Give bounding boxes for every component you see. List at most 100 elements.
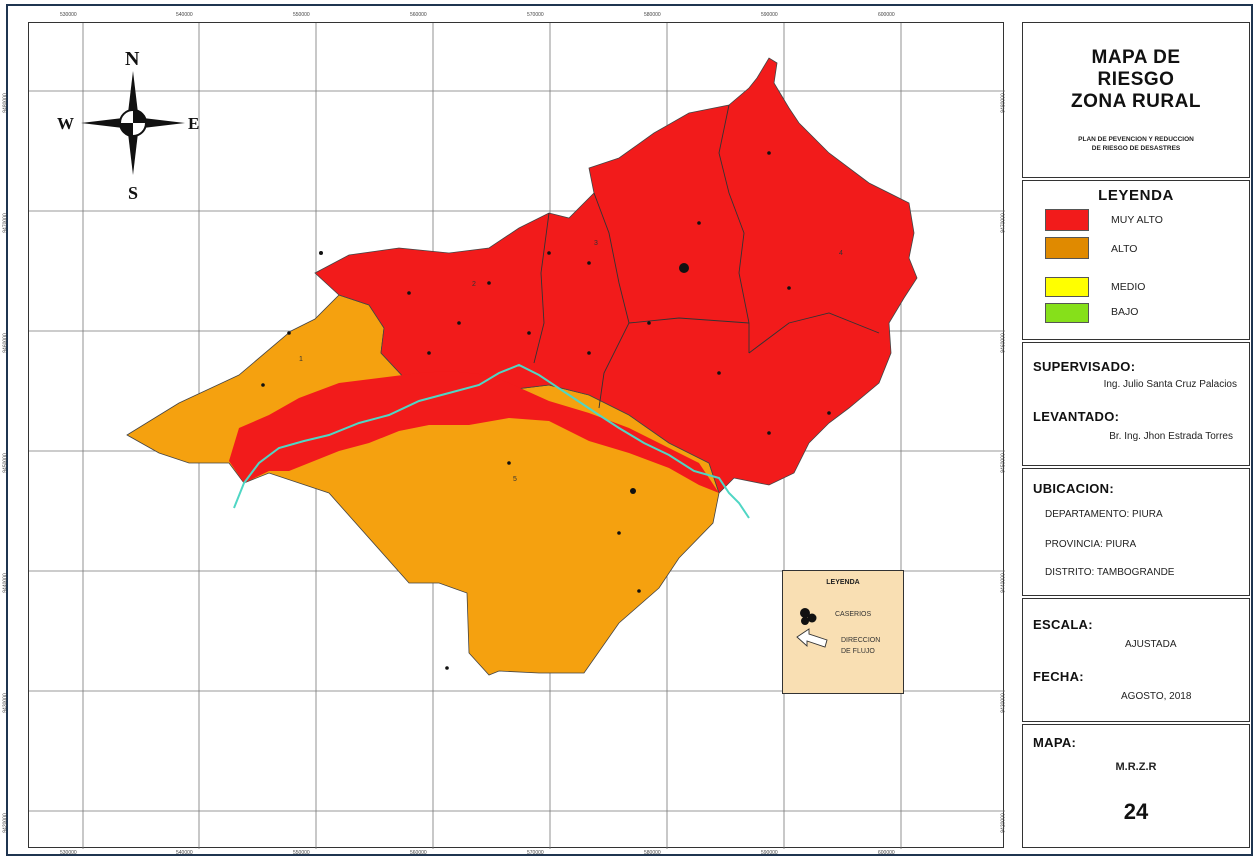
caserio-point — [679, 263, 689, 273]
caserio-point — [587, 261, 591, 265]
caserio-point — [630, 488, 636, 494]
supervisado-value: Ing. Julio Santa Cruz Palacios — [1103, 379, 1237, 390]
ubicacion-departamento: DEPARTAMENTO: PIURA — [1045, 509, 1163, 520]
inset-legend-heading: LEYENDA — [826, 579, 860, 586]
boundary-line — [593, 192, 630, 409]
inset-legend-direccion: DIRECCION DE FLUJO — [841, 635, 880, 657]
compass-needle-north — [128, 71, 138, 113]
legend-swatch-muy-alto — [1045, 209, 1089, 231]
y-tick-left: 9450000 — [2, 453, 9, 473]
compass-s: S — [128, 183, 138, 203]
title-line3: ZONA RURAL — [1071, 91, 1201, 112]
caserio-point — [427, 351, 431, 355]
compass-needle-west — [81, 118, 123, 128]
x-tick-bottom: 560000 — [410, 850, 427, 856]
caserio-point — [407, 291, 411, 295]
compass-rose: N S E W — [57, 48, 199, 203]
mapa-number: 24 — [1123, 799, 1149, 824]
x-tick-top: 580000 — [644, 12, 661, 18]
boundary-line — [748, 312, 880, 354]
map-canvas: 1 2 3 4 5 N S E W — [29, 23, 1005, 849]
direccion-line2: DE FLUJO — [841, 648, 875, 655]
zone-label-group: 1 2 3 4 5 — [299, 240, 843, 483]
zone-label-3: 3 — [594, 240, 598, 247]
y-tick-right: 9480000 — [1000, 93, 1007, 113]
caserio-point — [261, 383, 265, 387]
fecha-value: AGOSTO, 2018 — [1121, 691, 1192, 702]
caserio-point — [445, 666, 449, 670]
x-tick-bottom: 550000 — [293, 850, 310, 856]
ubicacion-label: UBICACION: — [1033, 481, 1114, 496]
title-line1: MAPA DE — [1091, 47, 1181, 68]
ubicacion-provincia: PROVINCIA: PIURA — [1045, 539, 1137, 550]
y-tick-right: 9460000 — [1000, 333, 1007, 353]
caserio-point — [767, 431, 771, 435]
x-tick-bottom: 590000 — [761, 850, 778, 856]
y-tick-right: 9420000 — [1000, 813, 1007, 833]
x-tick-top: 530000 — [60, 12, 77, 18]
compass-n: N — [125, 48, 140, 70]
caserio-point — [767, 151, 771, 155]
river-risk-band — [229, 371, 719, 493]
y-tick-right: 9470000 — [1000, 213, 1007, 233]
compass-e: E — [188, 114, 199, 133]
caserio-point — [527, 331, 531, 335]
compass-quadrant — [120, 123, 133, 136]
caserio-point — [647, 321, 651, 325]
zone-label-1: 1 — [299, 356, 303, 363]
title-subtitle-line2: DE RIESGO DE DESASTRES — [1091, 145, 1181, 152]
y-tick-left: 9440000 — [2, 573, 9, 593]
x-tick-bottom: 580000 — [644, 850, 661, 856]
y-tick-left: 9460000 — [2, 333, 9, 353]
caserio-point — [697, 221, 701, 225]
y-tick-left: 9430000 — [2, 693, 9, 713]
legend-label-muy-alto: MUY ALTO — [1111, 214, 1163, 226]
district-boundaries — [533, 104, 880, 409]
mapa-label: MAPA: — [1033, 735, 1077, 750]
compass-w: W — [57, 114, 74, 133]
sheet-border — [6, 4, 1253, 856]
x-tick-bottom: 600000 — [878, 850, 895, 856]
caserio-point — [637, 589, 641, 593]
caserios-icon — [800, 608, 817, 625]
mapa-box: MAPA: M.R.Z.R 24 — [1022, 724, 1250, 848]
compass-quadrant — [133, 110, 146, 123]
legend-box: LEYENDA MUY ALTO ALTO MEDIO BAJO — [1022, 180, 1250, 340]
caserio-point — [287, 331, 291, 335]
y-tick-left: 9420000 — [2, 813, 9, 833]
levantado-value: Br. Ing. Jhon Estrada Torres — [1109, 431, 1233, 442]
compass-needle-east — [143, 118, 185, 128]
zone-label-5: 5 — [513, 476, 517, 483]
y-tick-right: 9430000 — [1000, 693, 1007, 713]
zone-label-2: 2 — [472, 281, 476, 288]
caserio-point — [827, 411, 831, 415]
caserio-point — [487, 281, 491, 285]
caserio-point — [717, 371, 721, 375]
title-box: MAPA DE RIESGO ZONA RURAL PLAN DE PEVENC… — [1022, 22, 1250, 178]
inset-legend: LEYENDA CASERIOS DIRECCION DE FLUJO — [782, 570, 904, 694]
x-tick-bottom: 530000 — [60, 850, 77, 856]
inset-legend-caserios: CASERIOS — [835, 611, 872, 618]
escala-label: ESCALA: — [1033, 617, 1093, 632]
compass-needle-south — [128, 133, 138, 175]
x-tick-top: 590000 — [761, 12, 778, 18]
caserio-point — [507, 461, 511, 465]
escala-value: AJUSTADA — [1125, 639, 1177, 650]
legend-label-medio: MEDIO — [1111, 281, 1146, 293]
title-subtitle-line1: PLAN DE PEVENCION Y REDUCCION — [1078, 136, 1194, 143]
inset-legend-symbols — [796, 608, 828, 648]
credits-box: SUPERVISADO: Ing. Julio Santa Cruz Palac… — [1022, 342, 1250, 466]
title-line2: RIESGO — [1097, 69, 1175, 90]
y-tick-right: 9450000 — [1000, 453, 1007, 473]
x-tick-top: 550000 — [293, 12, 310, 18]
cartouche-panel: MAPA DE RIESGO ZONA RURAL PLAN DE PEVENC… — [1022, 22, 1250, 848]
boundary-line — [628, 317, 750, 324]
boundary-line — [533, 212, 550, 364]
caserio-point — [547, 251, 551, 255]
y-tick-left: 9470000 — [2, 213, 9, 233]
legend-swatch-bajo — [1045, 303, 1089, 323]
x-tick-top: 560000 — [410, 12, 427, 18]
supervisado-label: SUPERVISADO: — [1033, 359, 1136, 374]
legend-heading: LEYENDA — [1098, 187, 1174, 204]
